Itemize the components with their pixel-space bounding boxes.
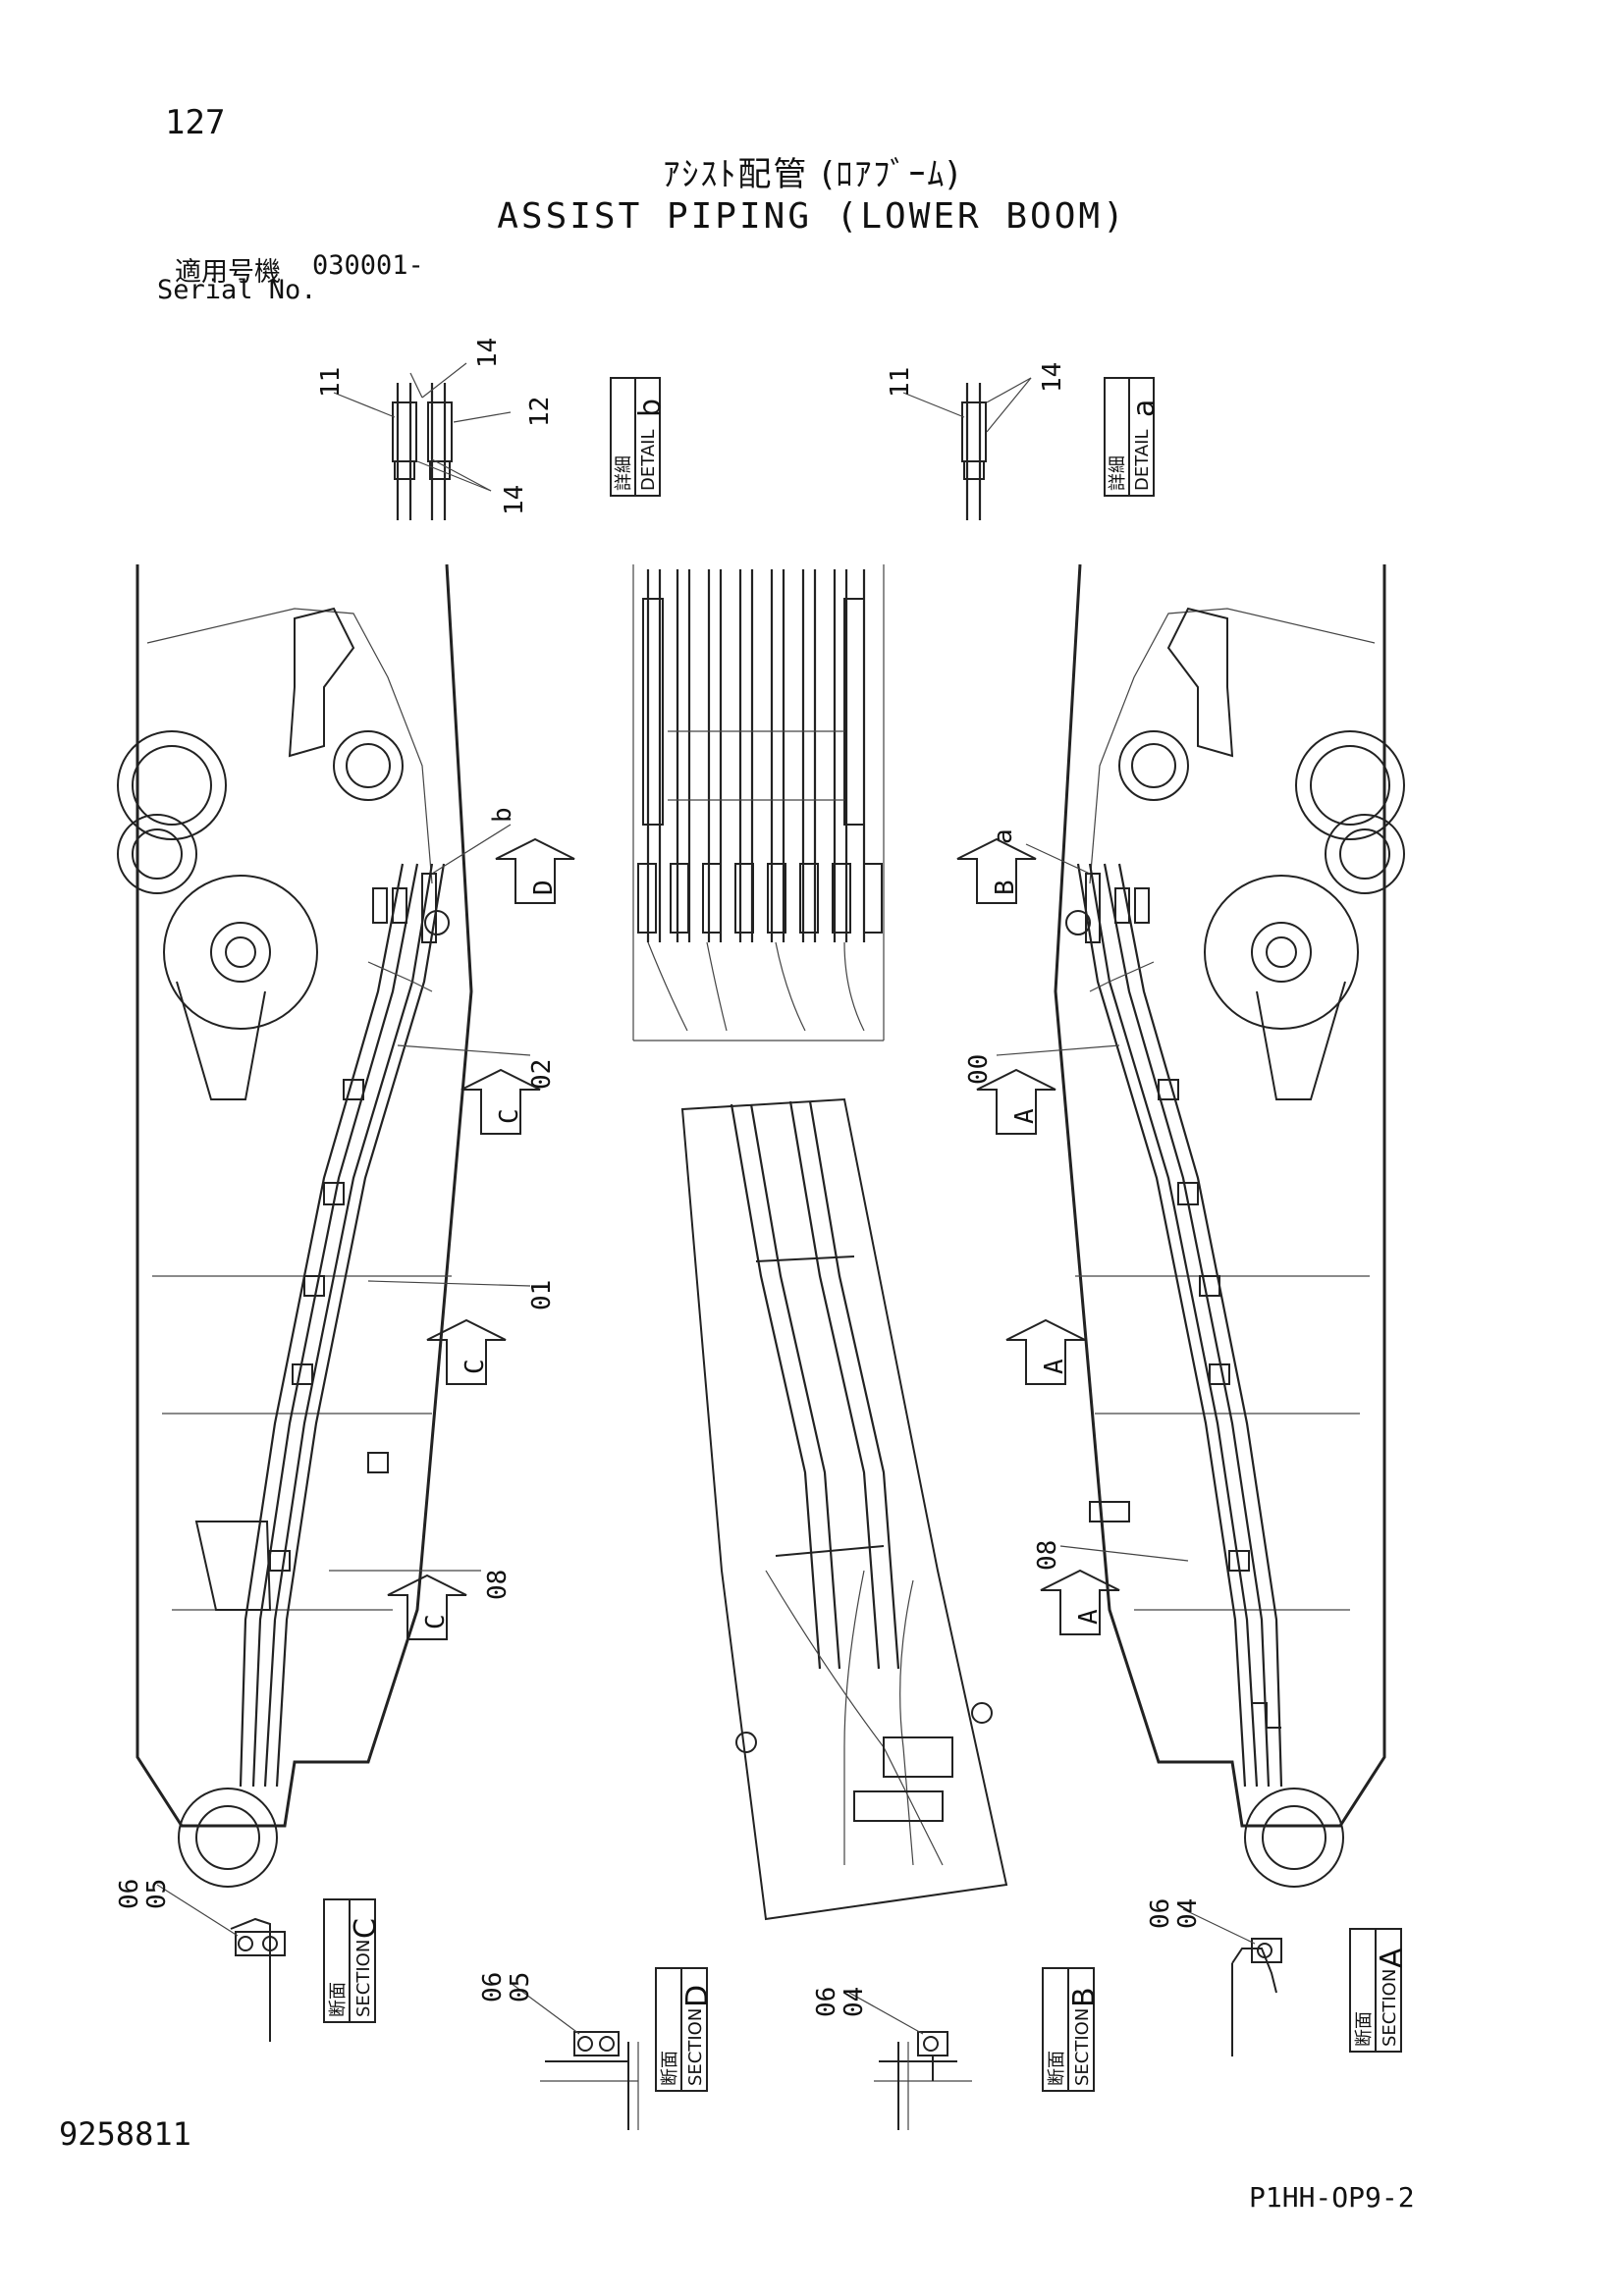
svg-text:D: D <box>529 880 559 895</box>
left-boom-view: b 02 01 08 D C C C <box>117 563 575 1888</box>
detail-b-label-box: 詳細 DETAIL b <box>610 377 668 497</box>
section-c-label-jp: 断面 <box>328 1982 349 2017</box>
section-a-label-jp: 断面 <box>1354 2011 1375 2047</box>
section-a-label-box: 断面 SECTION A <box>1349 1928 1409 2053</box>
detail-a-drawing: 11 14 <box>886 362 1067 520</box>
serial-value: 030001- <box>312 250 424 281</box>
detail-b-drawing: 11 14 12 14 <box>316 338 555 520</box>
left-arrow-d: D <box>495 837 575 904</box>
detail-b-label-en: DETAIL <box>638 430 659 491</box>
svg-text:C: C <box>495 1108 524 1124</box>
left-callout-08: 08 <box>483 1570 513 1600</box>
detail-a-label-en: DETAIL <box>1132 430 1153 491</box>
serial-label: Serial No. <box>157 275 317 305</box>
svg-text:B: B <box>991 880 1020 895</box>
center-lower-view <box>680 1097 1008 1921</box>
svg-text:A: A <box>1040 1359 1069 1374</box>
section-c-label-en: SECTION <box>353 1940 374 2017</box>
left-callout-02: 02 <box>527 1059 557 1090</box>
section-d-drawing: 06 05 <box>478 1972 639 2130</box>
right-callout-08: 08 <box>1033 1540 1062 1571</box>
section-b-label-en: SECTION <box>1072 2008 1093 2086</box>
page-title: ASSIST PIPING (LOWER BOOM) <box>497 196 1127 237</box>
svg-text:A: A <box>1074 1609 1104 1625</box>
section-c-label-box: 断面 SECTION C <box>323 1898 383 2023</box>
detail-a-label-jp: 詳細 <box>1108 455 1128 491</box>
section-d-callout-05: 05 <box>506 1972 535 2002</box>
section-c-letter: C <box>349 1918 383 1939</box>
section-a-label-en: SECTION <box>1380 1969 1400 2047</box>
section-c-drawing: 06 05 <box>115 1879 286 2042</box>
section-c-callout-05: 05 <box>142 1879 172 1909</box>
section-d-label-box: 断面 SECTION D <box>655 1967 715 2092</box>
section-a-drawing: 06 04 <box>1146 1898 1282 2056</box>
detail-a-label-box: 詳細 DETAIL a <box>1104 377 1162 497</box>
section-a-callout-06: 06 <box>1146 1898 1175 1929</box>
page-number: 127 <box>165 103 226 142</box>
section-d-letter: D <box>680 1985 715 2007</box>
svg-text:C: C <box>460 1359 490 1374</box>
section-d-callout-06: 06 <box>478 1972 508 2002</box>
section-d-label-jp: 断面 <box>660 2051 680 2086</box>
section-d-label-en: SECTION <box>685 2008 706 2086</box>
right-arrow-a3: A <box>1040 1569 1120 1635</box>
section-c-callout-06: 06 <box>115 1879 144 1909</box>
section-b-drawing: 06 04 <box>812 1987 972 2130</box>
left-arrow-c2: C <box>426 1318 507 1385</box>
detail-a-callout-14: 14 <box>1038 362 1067 393</box>
right-arrow-a2: A <box>1005 1318 1086 1385</box>
detail-b-callout-12: 12 <box>525 397 555 427</box>
center-top-view <box>632 564 885 1041</box>
left-callout-01: 01 <box>527 1280 557 1310</box>
section-a-callout-04: 04 <box>1173 1898 1203 1929</box>
detail-b-label-jp: 詳細 <box>614 455 634 491</box>
detail-b-callout-14-bottom: 14 <box>500 485 529 515</box>
right-boom-view: a 00 08 B A A A <box>956 563 1405 1888</box>
right-callout-00: 00 <box>964 1054 994 1085</box>
left-callout-detail-b: b <box>488 807 517 823</box>
section-b-label-jp: 断面 <box>1047 2051 1067 2086</box>
svg-text:A: A <box>1010 1108 1040 1124</box>
right-arrow-a1: A <box>976 1068 1056 1135</box>
section-b-callout-06: 06 <box>812 1987 841 2017</box>
left-arrow-c3: C <box>387 1574 467 1640</box>
detail-a-letter: a <box>1127 400 1162 417</box>
section-b-label-box: 断面 SECTION B <box>1042 1967 1102 2092</box>
page-code: P1HH-OP9-2 <box>1249 2181 1415 2214</box>
serial-label-jp: 適用号機 <box>175 257 281 288</box>
page-title-jp: ｱｼｽﾄ配管 (ﾛｱﾌﾞｰﾑ) <box>663 155 961 194</box>
section-b-letter: B <box>1067 1987 1102 2007</box>
svg-text:C: C <box>421 1614 451 1629</box>
right-arrow-b: B <box>956 837 1037 904</box>
section-b-callout-04: 04 <box>839 1987 869 2017</box>
detail-b-callout-14-top: 14 <box>473 338 503 368</box>
document-number: 9258811 <box>59 2115 191 2153</box>
section-a-letter: A <box>1375 1948 1409 1968</box>
left-arrow-c1: C <box>460 1068 541 1135</box>
detail-b-callout-11: 11 <box>316 367 346 398</box>
detail-b-letter: b <box>633 399 668 417</box>
detail-a-callout-11: 11 <box>886 367 915 398</box>
